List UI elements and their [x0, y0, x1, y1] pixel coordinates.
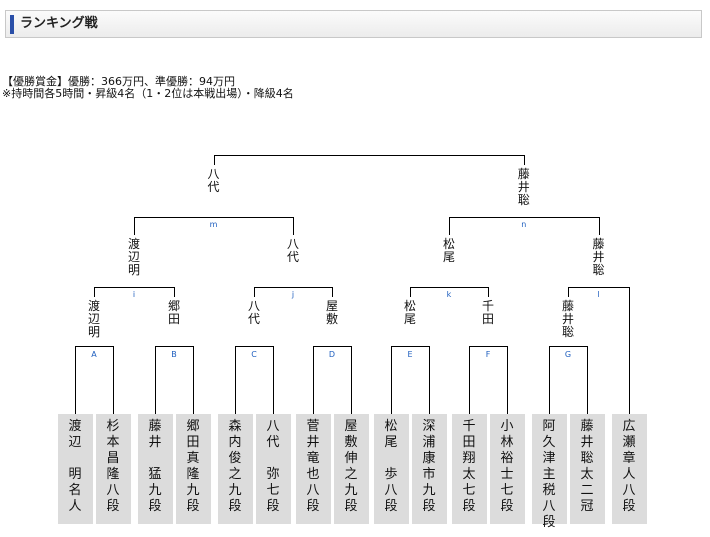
- bracket-line: [235, 346, 274, 347]
- bracket-line: [134, 217, 135, 235]
- player-card: 広瀬章人八段: [611, 414, 647, 524]
- bracket-line: [113, 346, 114, 414]
- round1-winner-name: 八代: [247, 299, 260, 326]
- player-card: 深浦康市九段: [411, 414, 447, 524]
- bracket-line: [213, 155, 215, 165]
- round1-winner-name: 屋敷: [325, 299, 338, 326]
- bracket-line: [598, 217, 600, 235]
- match-label: n: [521, 220, 527, 229]
- bracket-line: [293, 217, 294, 235]
- bracket-line: [313, 346, 352, 347]
- bracket-line: [254, 287, 333, 288]
- section-title: ランキング戦: [20, 16, 98, 31]
- round1-winner-name: 千田: [481, 299, 494, 326]
- bracket-line: [629, 287, 630, 414]
- bracket-line: [429, 346, 430, 414]
- player-card: 杉本昌隆八段: [95, 414, 131, 524]
- match-label: D: [328, 350, 336, 359]
- bracket-line: [235, 346, 236, 414]
- match-label: B: [171, 350, 177, 359]
- header-accent-bar: [10, 15, 14, 34]
- bracket-line: [391, 346, 392, 414]
- rules-info: ※持時間各5時間・昇級4名（1・2位は本戦出場）・降級4名: [2, 87, 294, 100]
- player-card: 森内俊之九段: [217, 414, 253, 524]
- bracket-line: [174, 287, 175, 297]
- round3-winner-name: 藤井聡: [517, 167, 530, 207]
- player-card: 郷田真隆九段: [175, 414, 211, 524]
- bracket-line: [469, 346, 470, 414]
- match-label: j: [291, 290, 295, 299]
- match-label: m: [209, 220, 218, 229]
- bracket-line: [549, 346, 588, 347]
- player-card: 千田翔太七段: [451, 414, 487, 524]
- bracket-line: [134, 217, 294, 218]
- bracket-line: [391, 346, 430, 347]
- bracket-line: [410, 287, 489, 288]
- bracket-line: [568, 287, 630, 288]
- bracket-line: [549, 346, 550, 414]
- player-card: 藤井 猛九段: [137, 414, 173, 524]
- bracket-line: [488, 287, 489, 297]
- round1-winner-name: 藤井聡: [561, 299, 574, 339]
- player-card: 菅井竜也八段: [295, 414, 331, 524]
- round2-winner-name: 渡辺明: [127, 237, 140, 277]
- bracket-line: [568, 287, 569, 297]
- round1-winner-name: 松尾: [403, 299, 416, 326]
- match-label: k: [446, 290, 452, 299]
- match-label: F: [485, 350, 491, 359]
- bracket-line: [75, 346, 76, 414]
- player-card: 屋敷伸之九段: [333, 414, 369, 524]
- player-card: 藤井聡太二冠: [569, 414, 605, 524]
- bracket-line: [410, 287, 411, 297]
- bracket-line: [94, 287, 95, 297]
- bracket-line: [507, 346, 508, 414]
- prize-info: 【優勝賞金】優勝：366万円、準優勝：94万円: [2, 75, 235, 88]
- bracket-line: [254, 287, 255, 297]
- bracket-line: [313, 346, 314, 414]
- bracket-line: [351, 346, 352, 414]
- round1-winner-name: 郷田: [167, 299, 180, 326]
- bracket-line: [273, 346, 274, 414]
- player-card: 小林裕士七段: [489, 414, 525, 524]
- bracket-line: [587, 346, 588, 414]
- player-card: 渡辺 明名人: [57, 414, 93, 524]
- match-label: G: [564, 350, 572, 359]
- round2-winner-name: 藤井聡: [592, 237, 605, 277]
- player-card: 阿久津主税八段: [531, 414, 567, 530]
- bracket-line: [469, 346, 508, 347]
- match-label: A: [91, 350, 97, 359]
- round2-winner-name: 松尾: [442, 237, 455, 264]
- bracket-line: [523, 155, 525, 165]
- match-label: E: [407, 350, 413, 359]
- player-card: 松尾 歩八段: [373, 414, 409, 524]
- bracket-line: [75, 346, 114, 347]
- round3-winner-name: 八代: [207, 167, 220, 194]
- match-label: C: [251, 350, 257, 359]
- section-header: ランキング戦: [5, 10, 702, 38]
- match-label: l: [597, 290, 600, 299]
- bracket-line: [213, 155, 525, 156]
- player-card: 八代 弥七段: [255, 414, 291, 524]
- bracket-line: [332, 287, 333, 297]
- bracket-line: [155, 346, 156, 414]
- match-label: i: [132, 290, 136, 299]
- bracket-line: [193, 346, 194, 414]
- bracket-line: [94, 287, 175, 288]
- bracket-line: [449, 217, 450, 235]
- bracket-line: [449, 217, 600, 218]
- round1-winner-name: 渡辺明: [87, 299, 100, 339]
- round2-winner-name: 八代: [286, 237, 299, 264]
- bracket-line: [155, 346, 194, 347]
